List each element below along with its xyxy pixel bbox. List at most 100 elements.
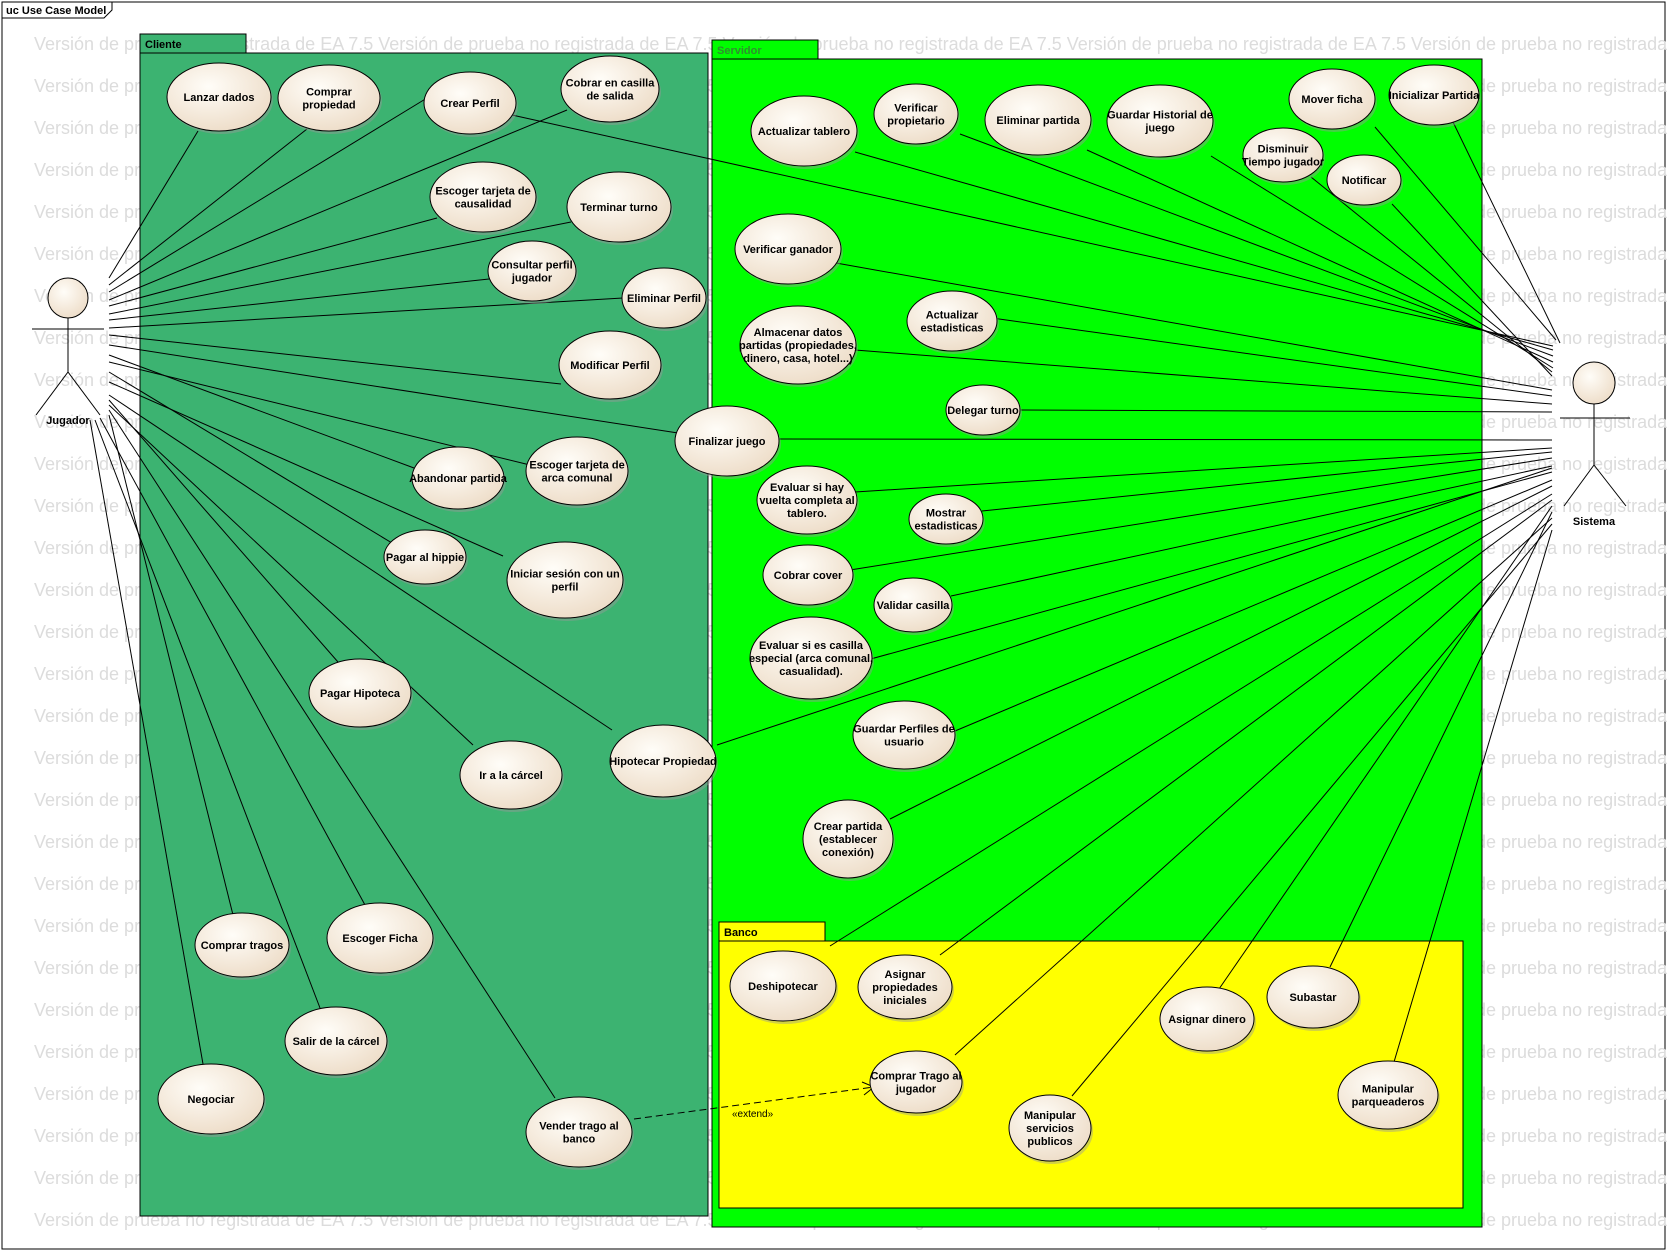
usecase-comprar-tragos-label: Comprar tragos: [201, 940, 284, 952]
usecase-escoger-ficha[interactable]: Escoger Ficha: [326, 902, 435, 976]
usecase-pagar-hipoteca[interactable]: Pagar Hipoteca: [308, 658, 413, 730]
usecase-eliminar-partida[interactable]: Eliminar partida: [984, 84, 1093, 158]
association-jugador-15: [108, 399, 339, 663]
usecase-negociar[interactable]: Negociar: [157, 1063, 266, 1137]
association-sistema-6: [1452, 121, 1561, 344]
usecase-terminar-turno-label: Terminar turno: [580, 202, 658, 214]
frame-title-tab: [1, 1, 113, 19]
usecase-subastar[interactable]: Subastar: [1266, 965, 1361, 1031]
usecase-eliminar-partida-label: Eliminar partida: [996, 115, 1080, 127]
usecase-mover-ficha[interactable]: Mover ficha: [1288, 68, 1377, 132]
usecase-actualizar-tablero-label: Actualizar tablero: [758, 126, 851, 138]
usecase-deshipotecar[interactable]: Deshipotecar: [729, 950, 838, 1024]
package-banco-label: Banco: [724, 927, 758, 939]
usecase-delegar-turno[interactable]: Delegar turno: [945, 384, 1022, 438]
association-jugador-18: [108, 414, 234, 916]
association-jugador-3: [108, 109, 568, 301]
usecase-inicializar-partida[interactable]: Inicializar Partida: [1388, 64, 1481, 128]
usecase-escoger-ficha-label: Escoger Ficha: [342, 933, 418, 945]
usecase-modificar-perfil[interactable]: Modificar Perfil: [558, 330, 663, 402]
association-sistema-17: [950, 465, 1553, 597]
usecase-cobrar-cover[interactable]: Cobrar cover: [762, 544, 855, 608]
usecase-verificar-ganador[interactable]: Verificar ganador: [734, 213, 843, 287]
usecase-pagar-hippie[interactable]: Pagar al hippie: [383, 529, 468, 587]
usecase-deshipotecar-label: Deshipotecar: [748, 981, 818, 993]
actor-jugador[interactable]: Jugador: [32, 277, 104, 427]
usecase-hipotecar-propiedad-label: Hipotecar Propiedad: [609, 756, 717, 768]
usecase-abandonar-partida[interactable]: Abandonar partida: [409, 446, 508, 512]
usecase-eliminar-perfil[interactable]: Eliminar Perfil: [621, 267, 708, 331]
association-sistema-13: [777, 438, 1553, 441]
actor-sistema[interactable]: Sistema: [1560, 361, 1630, 528]
usecase-terminar-turno[interactable]: Terminar turno: [566, 171, 673, 245]
usecase-comprar-tragos[interactable]: Comprar tragos: [194, 912, 291, 980]
usecase-notificar-label: Notificar: [1342, 175, 1387, 187]
usecase-salir-carcel[interactable]: Salir de la cárcel: [284, 1006, 389, 1078]
usecase-finalizar-juego-label: Finalizar juego: [688, 436, 765, 448]
usecase-negociar-label: Negociar: [187, 1094, 235, 1106]
usecase-ir-carcel[interactable]: Ir a la cárcel: [459, 740, 564, 812]
package-cliente[interactable]: Cliente: [139, 33, 709, 1217]
association-sistema-5: [1374, 126, 1557, 341]
usecase-pagar-hippie-label: Pagar al hippie: [386, 552, 464, 564]
association-sistema-27: [1393, 529, 1553, 1063]
package-banco[interactable]: Banco: [718, 921, 1464, 1209]
usecase-crear-perfil[interactable]: Crear Perfil: [423, 71, 518, 137]
usecase-subastar-label: Subastar: [1289, 992, 1337, 1004]
usecase-notificar[interactable]: Notificar: [1326, 154, 1403, 208]
association-sistema-9: [835, 262, 1553, 391]
association-jugador-16: [108, 404, 474, 746]
usecase-salir-carcel-label: Salir de la cárcel: [293, 1036, 380, 1048]
association-sistema-18: [866, 471, 1553, 661]
association-jugador-6: [108, 278, 490, 321]
usecase-actualizar-tablero[interactable]: Actualizar tablero: [750, 95, 859, 169]
extend-label: «extend»: [732, 1109, 774, 1120]
usecase-hipotecar-propiedad[interactable]: Hipotecar Propiedad: [609, 724, 718, 800]
association-sistema-20: [889, 485, 1553, 820]
usecase-cobrar-cover-label: Cobrar cover: [774, 570, 843, 582]
usecase-lanzar-dados[interactable]: Lanzar dados: [166, 62, 273, 134]
usecase-asignar-dinero[interactable]: Asignar dinero: [1159, 986, 1256, 1054]
usecase-finalizar-juego[interactable]: Finalizar juego: [674, 405, 781, 479]
usecase-validar-casilla[interactable]: Validar casilla: [873, 577, 954, 635]
actor-jugador-label: Jugador: [46, 415, 90, 427]
frame-title: uc Use Case Model: [6, 5, 106, 17]
package-cliente-label: Cliente: [145, 39, 182, 51]
association-sistema-3: [1086, 149, 1554, 363]
association-sistema-21: [829, 493, 1553, 947]
association-sistema-12: [1020, 409, 1553, 413]
package-servidor-label: Servidor: [717, 45, 762, 57]
association-jugador-13: [108, 381, 504, 557]
